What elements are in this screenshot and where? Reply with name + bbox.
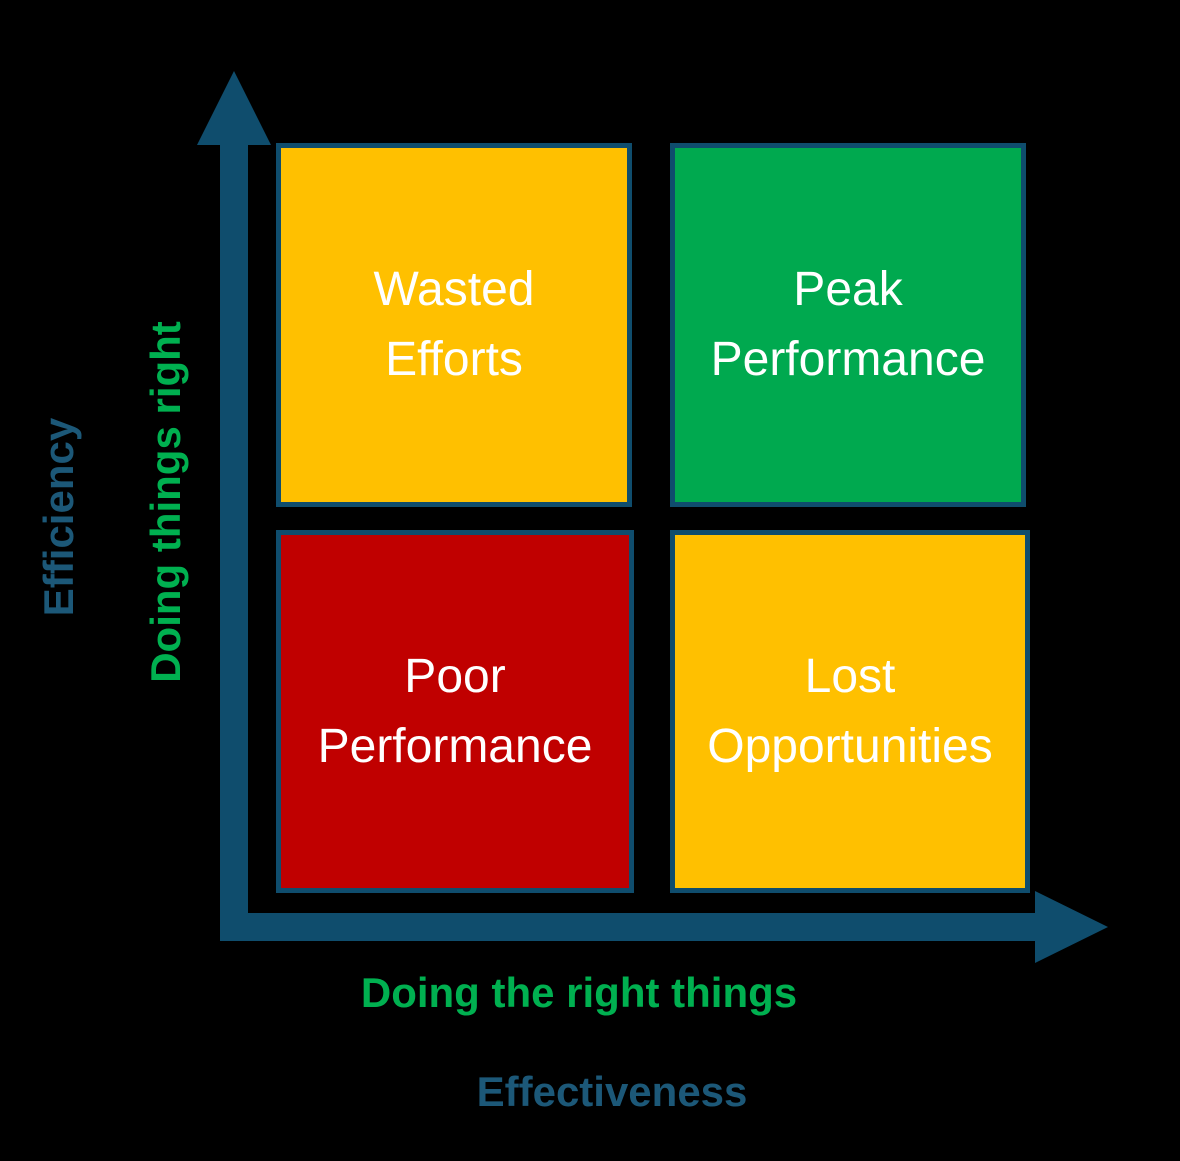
y-axis-sublabel-doing-things-right: Doing things right [142,321,189,683]
quadrant-wasted-efforts: Wasted Efforts [276,143,632,507]
x-axis-label-effectiveness: Effectiveness [476,1068,748,1115]
quadrant-label: Wasted Efforts [373,263,535,386]
x-axis-sublabel-doing-the-right-things: Doing the right things [360,969,798,1016]
quadrant-label: Peak Performance [710,263,986,386]
y-axis-label-efficiency: Efficiency [35,417,82,617]
quadrant-label: Poor Performance [317,649,593,773]
y-axis-arrowhead [197,71,271,145]
quadrant-label: Lost Opportunities [707,649,993,773]
y-axis-shaft [220,140,248,941]
quadrant-poor-performance: Poor Performance [276,530,634,893]
x-axis-arrowhead [1035,891,1108,963]
quadrant-peak-performance: Peak Performance [670,143,1026,507]
quadrant-lost-opportunities: Lost Opportunities [670,530,1030,893]
x-axis-shaft [220,913,1035,941]
